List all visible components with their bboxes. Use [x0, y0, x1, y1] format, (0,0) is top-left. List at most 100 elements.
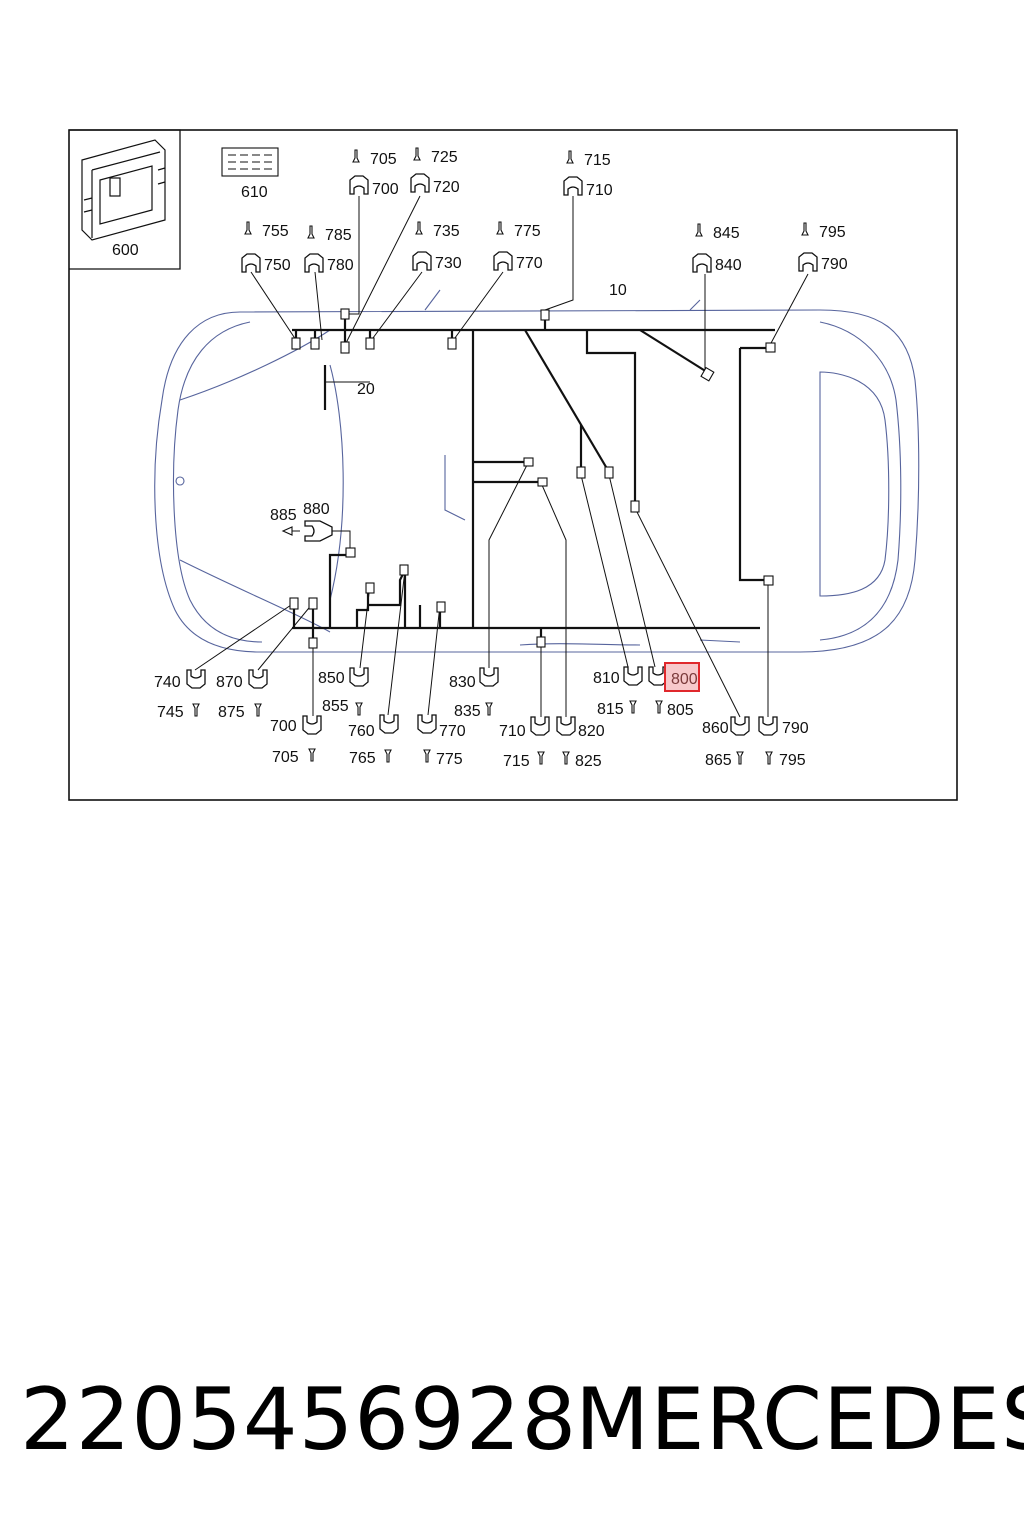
plug-icon [758, 716, 778, 736]
callout-plug-label: 750 [264, 257, 291, 274]
callout-plug-label: 760 [348, 723, 375, 740]
callout-pin-label: 815 [597, 701, 624, 718]
plug-icon [304, 520, 333, 542]
harness-main-label: 10 [609, 282, 627, 299]
callout-group: 735 730 [412, 221, 462, 272]
pin-icon [307, 225, 315, 239]
pin-icon [384, 749, 392, 763]
plug-icon [556, 716, 576, 736]
pin-icon [765, 751, 773, 765]
pin-icon [655, 700, 663, 714]
callout-plug-label: 850 [318, 670, 345, 687]
pin-icon [413, 147, 421, 161]
callout-plug-label: 790 [782, 720, 809, 737]
pin-icon [496, 221, 504, 235]
footer: 2205456928 MERCEDES [0, 1365, 1024, 1475]
bottom-callouts: 740 745 870 875 700 705 850 855 760 765 … [154, 662, 809, 770]
callout-plug-label: 700 [372, 181, 399, 198]
pin-icon [244, 221, 252, 235]
callout-pin-label: 885 [270, 507, 297, 524]
plug-icon [692, 253, 712, 273]
inset-label: 600 [112, 242, 139, 259]
pin-icon [629, 700, 637, 714]
plug-icon [417, 714, 437, 734]
callout-pin-label: 795 [819, 224, 846, 241]
plug-icon [730, 716, 750, 736]
plug-icon [186, 669, 206, 689]
fuse-label: 610 [241, 184, 268, 201]
callout-pin-label: 725 [431, 149, 458, 166]
callout-pin-label: 705 [272, 749, 299, 766]
callout-pin-label: 835 [454, 703, 481, 720]
diagram-frame [68, 129, 958, 801]
callout-group: 845 840 [692, 223, 742, 274]
highlight-box [664, 662, 700, 692]
plug-icon [530, 716, 550, 736]
pin-icon [736, 751, 744, 765]
pin-icon [254, 703, 262, 717]
callout-plug-label: 770 [439, 723, 466, 740]
callout-pin-label: 715 [584, 152, 611, 169]
callout-pin-label: 755 [262, 223, 289, 240]
callout-plug-label: 710 [586, 182, 613, 199]
callout-plug-label: 860 [702, 720, 729, 737]
pin-icon [562, 751, 570, 765]
plug-icon [379, 714, 399, 734]
callout-pin-label: 705 [370, 151, 397, 168]
pin-icon [423, 749, 431, 763]
callout-pin-label: 765 [349, 750, 376, 767]
plug-icon [479, 667, 499, 687]
callout-pin-label: 745 [157, 704, 184, 721]
callout-group: 725 720 [410, 147, 460, 196]
plug-icon [623, 666, 643, 686]
pin-icon [352, 149, 360, 163]
callout-pin-label: 825 [575, 753, 602, 770]
plug-icon [248, 669, 268, 689]
callout-plug-label-highlighted: 800 [671, 671, 698, 688]
inset-box: 600 [69, 129, 181, 270]
callout-group: 795 790 [798, 222, 848, 273]
car-outline [154, 289, 920, 653]
callout-plug-label: 740 [154, 674, 181, 691]
callout-group: 775 770 [493, 221, 543, 272]
side-callout: 885 880 [270, 501, 333, 542]
callout-plug-label: 810 [593, 670, 620, 687]
callout-pin-label: 845 [713, 225, 740, 242]
callout-pin-label: 715 [503, 753, 530, 770]
plug-icon [798, 252, 818, 272]
callout-pin-label: 805 [667, 702, 694, 719]
callout-pin-label: 875 [218, 704, 245, 721]
callout-plug-label: 790 [821, 256, 848, 273]
pin-icon [485, 702, 493, 716]
callout-group: 715 710 [563, 150, 613, 199]
plug-icon [563, 176, 583, 196]
plug-icon [412, 251, 432, 271]
top-callouts: 705 700 725 720 715 710 755 750 785 780 [241, 147, 848, 274]
callout-plug-label: 830 [449, 674, 476, 691]
pin-icon [192, 703, 200, 717]
plug-icon [493, 251, 513, 271]
harness-sub-label: 20 [357, 381, 375, 398]
pin-icon [355, 702, 363, 716]
pin-icon [281, 526, 300, 536]
plug-icon [410, 173, 430, 193]
callout-plug-label: 780 [327, 257, 354, 274]
connector-nodes [289, 308, 776, 649]
brand-name: MERCEDES [575, 1370, 1024, 1470]
callout-plug-label: 710 [499, 723, 526, 740]
pin-icon [566, 150, 574, 164]
callout-group: 755 750 [241, 221, 291, 274]
plug-icon [349, 667, 369, 687]
callout-pin-label: 865 [705, 752, 732, 769]
pin-icon [415, 221, 423, 235]
callout-plug-label: 870 [216, 674, 243, 691]
pin-icon [695, 223, 703, 237]
callout-pin-label: 775 [436, 751, 463, 768]
pin-icon [801, 222, 809, 236]
pin-icon [537, 751, 545, 765]
callout-plug-label: 880 [303, 501, 330, 518]
callout-plug-label: 730 [435, 255, 462, 272]
wiring-diagram: 600 610 [68, 129, 958, 801]
control-module-icon [81, 139, 166, 241]
callout-pin-label: 785 [325, 227, 352, 244]
